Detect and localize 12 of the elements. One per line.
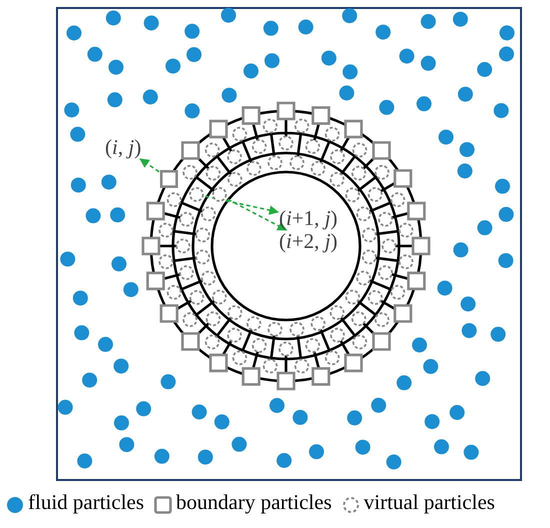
legend-label: virtual particles: [364, 492, 495, 513]
virtual-particle: [212, 187, 227, 202]
index-label: (i, j): [105, 137, 142, 158]
index-label: (i+2, j): [279, 231, 338, 252]
arrow: [139, 158, 160, 172]
virtual-particle: [189, 187, 204, 202]
legend-label: boundary particles: [176, 492, 332, 513]
arrow: [227, 198, 288, 231]
legend-label: fluid particles: [28, 492, 144, 513]
boundary-particle: [160, 170, 178, 188]
arrow: [205, 196, 279, 215]
index-label: (i+1, j): [279, 208, 338, 229]
